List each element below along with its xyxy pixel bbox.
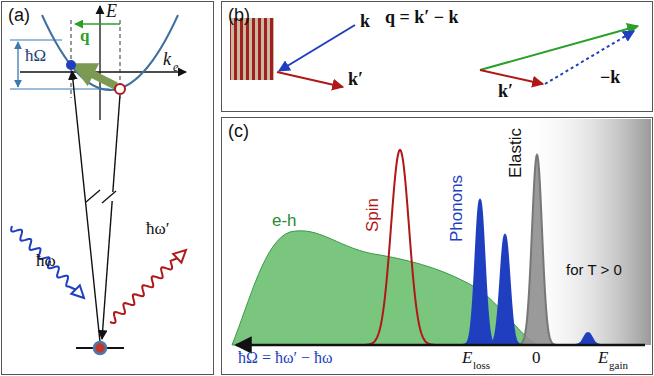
panel-letter: (c)	[228, 121, 249, 142]
spectrum-label: Elastic	[507, 128, 526, 178]
vector-label: k′	[498, 82, 513, 102]
spin-peak	[364, 150, 436, 345]
panel-letter: (b)	[228, 5, 250, 26]
vector-label: −k	[600, 68, 620, 88]
axis-label: E	[598, 349, 608, 368]
spectrum-label: Phonons	[448, 175, 467, 242]
photon-wave	[110, 258, 177, 323]
vector-label: k	[360, 12, 370, 32]
photon-head	[71, 285, 84, 298]
photon-label: ħω′	[146, 220, 169, 239]
axis-subscript: loss	[473, 359, 490, 371]
photon-label: ħω	[36, 252, 56, 271]
phonon-peak	[462, 200, 498, 345]
axis-label: k	[163, 50, 171, 70]
axis-label: 0	[532, 349, 541, 368]
photon-wave	[11, 226, 75, 290]
axis-equation: ħΩ = ħω′ − ħω	[238, 349, 333, 367]
photon-head	[173, 250, 186, 263]
phonon-peak	[572, 333, 604, 345]
figure-panel: (c)	[221, 117, 653, 375]
vector-label: q	[80, 27, 89, 46]
axis-label: E	[462, 349, 472, 368]
equation: q = k′ − k	[385, 8, 459, 28]
elastic-peak	[517, 155, 557, 345]
axis-subscript: e	[173, 61, 178, 74]
vector-label: k′	[348, 70, 363, 90]
phonon-peak	[487, 235, 523, 345]
panel-letter: (a)	[8, 5, 30, 26]
spectrum-label: Spin	[364, 198, 383, 232]
energy-label: ħΩ	[25, 47, 46, 66]
note: for T > 0	[566, 262, 622, 279]
axis-subscript: gain	[609, 359, 628, 371]
axis-label: E	[106, 2, 117, 22]
spectrum-label: e-h	[272, 212, 297, 231]
